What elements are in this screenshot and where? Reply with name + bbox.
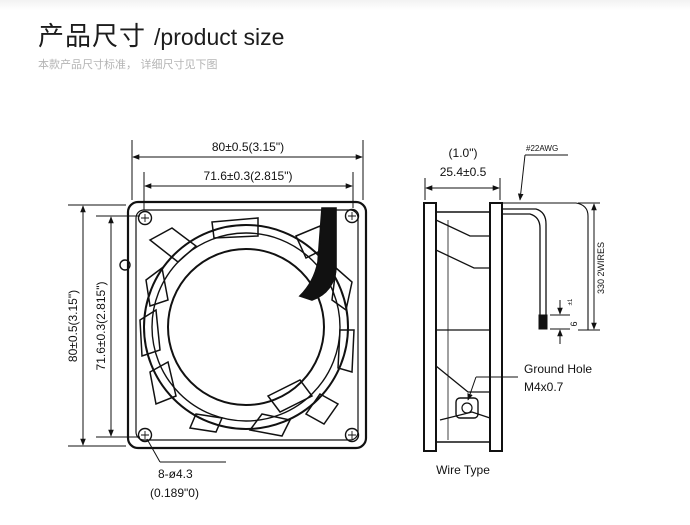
fan-struts <box>139 217 355 437</box>
top-gradient-bar <box>0 0 690 10</box>
mounting-holes <box>119 208 360 443</box>
dim-hole-width: 71.6±0.3(2.815") <box>204 169 293 183</box>
dim-hole-height: 71.6±0.3(2.815") <box>94 282 108 371</box>
title-chinese: 产品尺寸 <box>38 22 147 52</box>
wire-type-label: Wire Type <box>436 463 490 477</box>
side-dimensions <box>424 154 600 401</box>
front-dimensions <box>68 140 364 463</box>
page-subtitle: 本款产品尺寸标准， 详细尺寸见下图 <box>38 58 218 71</box>
ground-hole-thread: M4x0.7 <box>524 380 564 394</box>
hole-spec-line1: 8-ø4.3 <box>158 467 193 481</box>
depth-inch: (1.0") <box>449 146 478 160</box>
side-view <box>423 202 589 452</box>
front-view <box>119 200 368 450</box>
dim-outer-height: 80±0.5(3.15") <box>66 290 80 362</box>
ground-hole-label: Ground Hole <box>524 362 592 376</box>
page-title: 产品尺寸 /product size <box>38 16 284 52</box>
depth-mm: 25.4±0.5 <box>440 165 487 179</box>
wire-gauge: #22AWG <box>526 144 558 153</box>
hole-spec-line2: (0.189"0) <box>150 486 199 500</box>
strip-length: 6 <box>569 321 579 326</box>
dim-outer-width: 80±0.5(3.15") <box>212 140 284 154</box>
strip-tolerance: ±1 <box>568 298 574 305</box>
wire-length: 330 2WIRES <box>596 242 606 294</box>
title-english: /product size <box>154 24 285 50</box>
front-lead-wire <box>298 207 337 301</box>
